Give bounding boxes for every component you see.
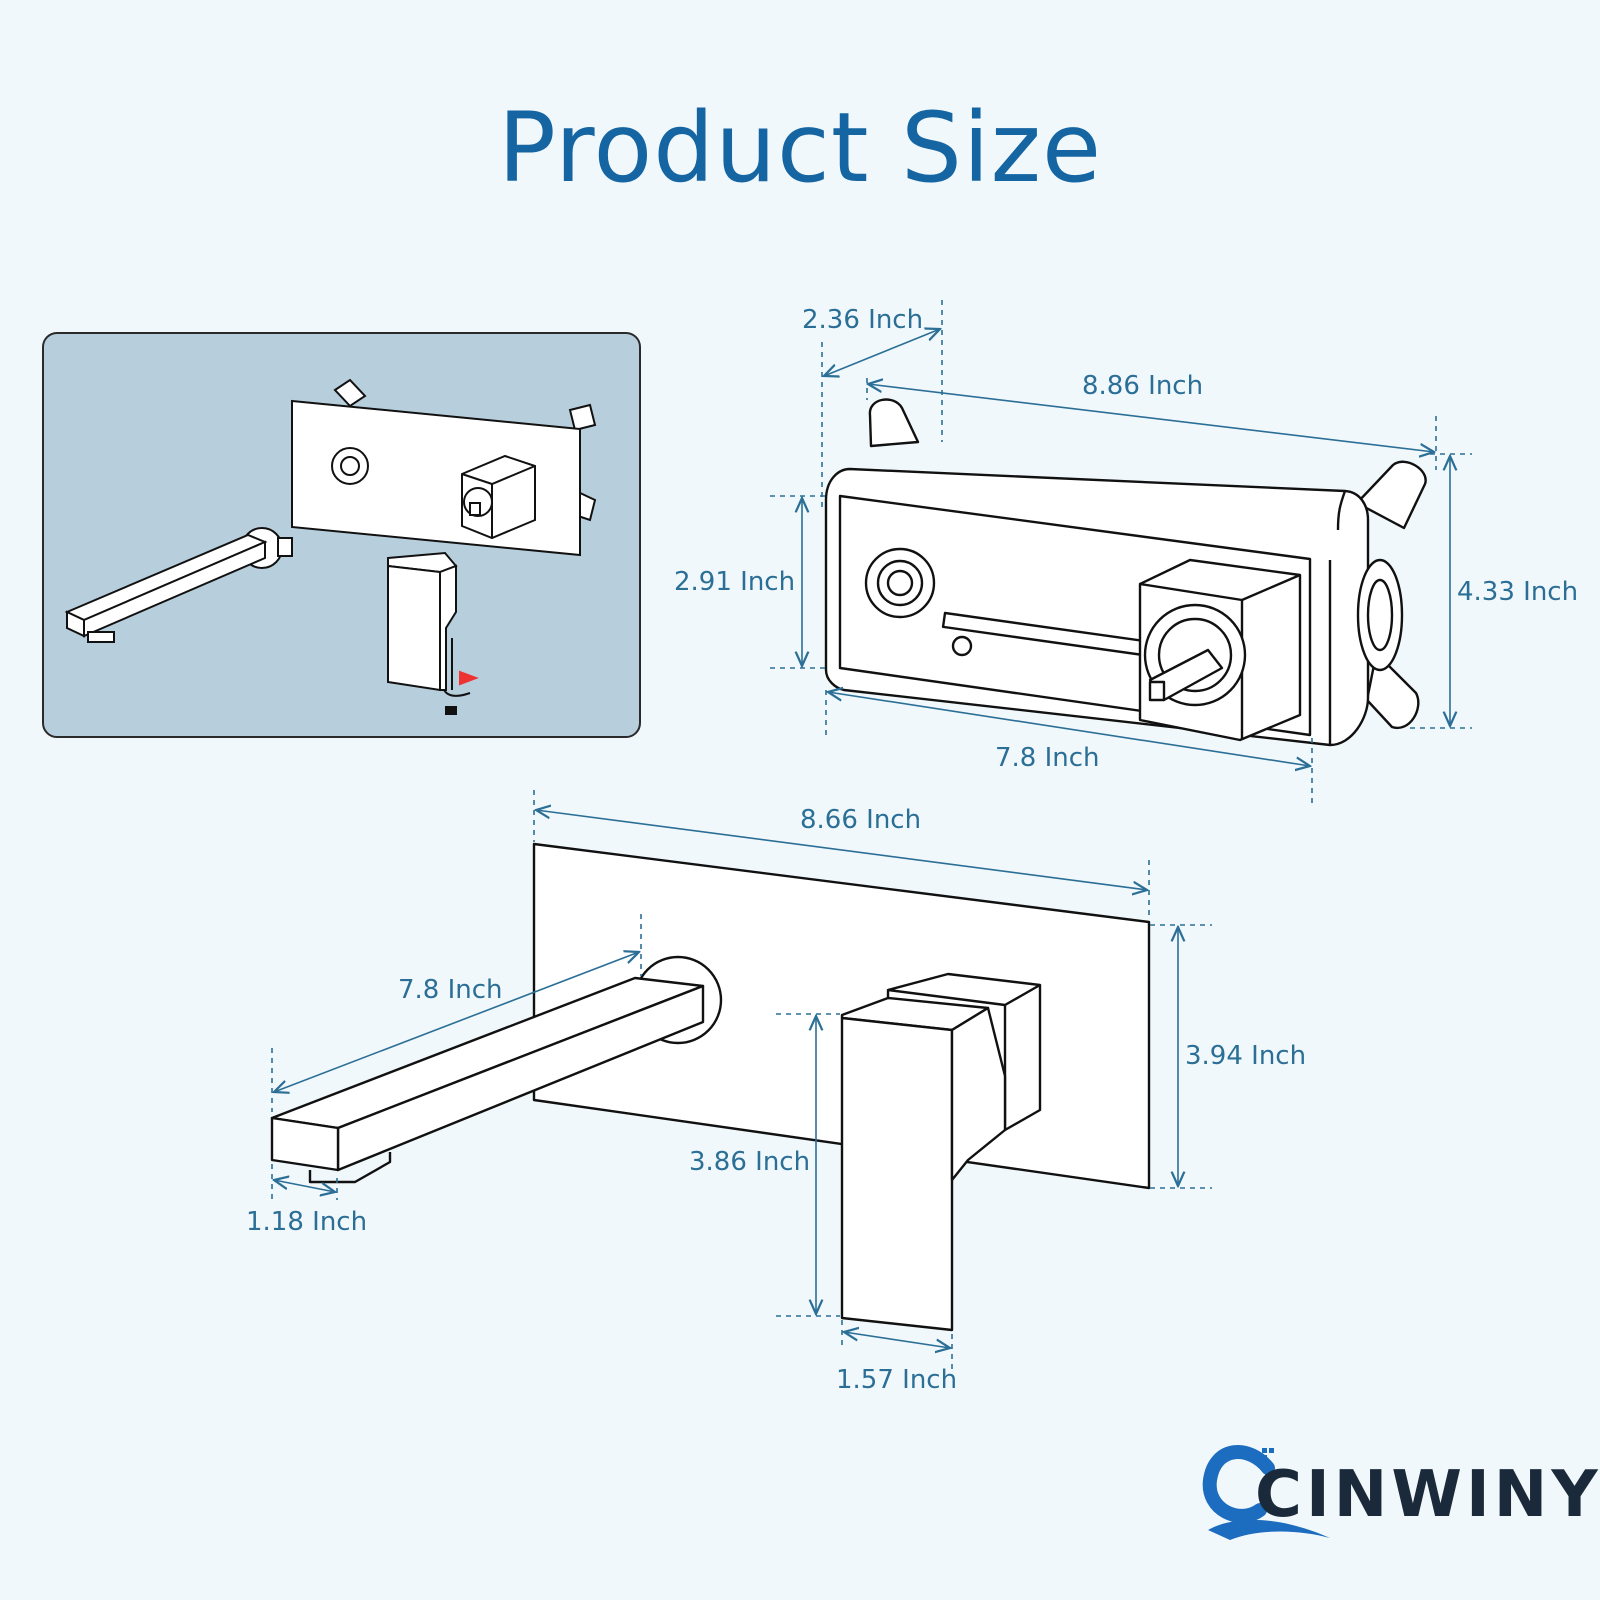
faucet-drawing	[270, 842, 1151, 1332]
faucet-spout-outlet-label: 1.18 Inch	[246, 1207, 367, 1237]
brand-logo-text: CINWINY	[1255, 1458, 1600, 1532]
valve-box-outer-height-label: 4.33 Inch	[1457, 577, 1578, 607]
brand-logo: CINWINY	[1202, 1445, 1600, 1540]
valve-box-inner-height-label: 2.91 Inch	[674, 567, 795, 597]
valve-box-dimension-lines	[770, 300, 1472, 808]
valve-box-depth-label: 2.36 Inch	[802, 305, 923, 335]
faucet-plate-width-label: 8.66 Inch	[800, 805, 921, 835]
valve-box-top-length-label: 8.86 Inch	[1082, 371, 1203, 401]
faucet-dimension-lines	[271, 790, 1212, 1372]
valve-box-bottom-length-label: 7.8 Inch	[995, 743, 1100, 773]
faucet-plate-height-label: 3.94 Inch	[1185, 1041, 1306, 1071]
faucet-handle-width-label: 1.57 Inch	[836, 1365, 957, 1395]
faucet-spout-length-label: 7.8 Inch	[398, 975, 503, 1005]
inset-exploded-view	[42, 332, 641, 738]
faucet-handle-height-label: 3.86 Inch	[689, 1147, 810, 1177]
page-title: Product Size	[497, 92, 1103, 204]
valve-box-drawing	[824, 398, 1427, 747]
